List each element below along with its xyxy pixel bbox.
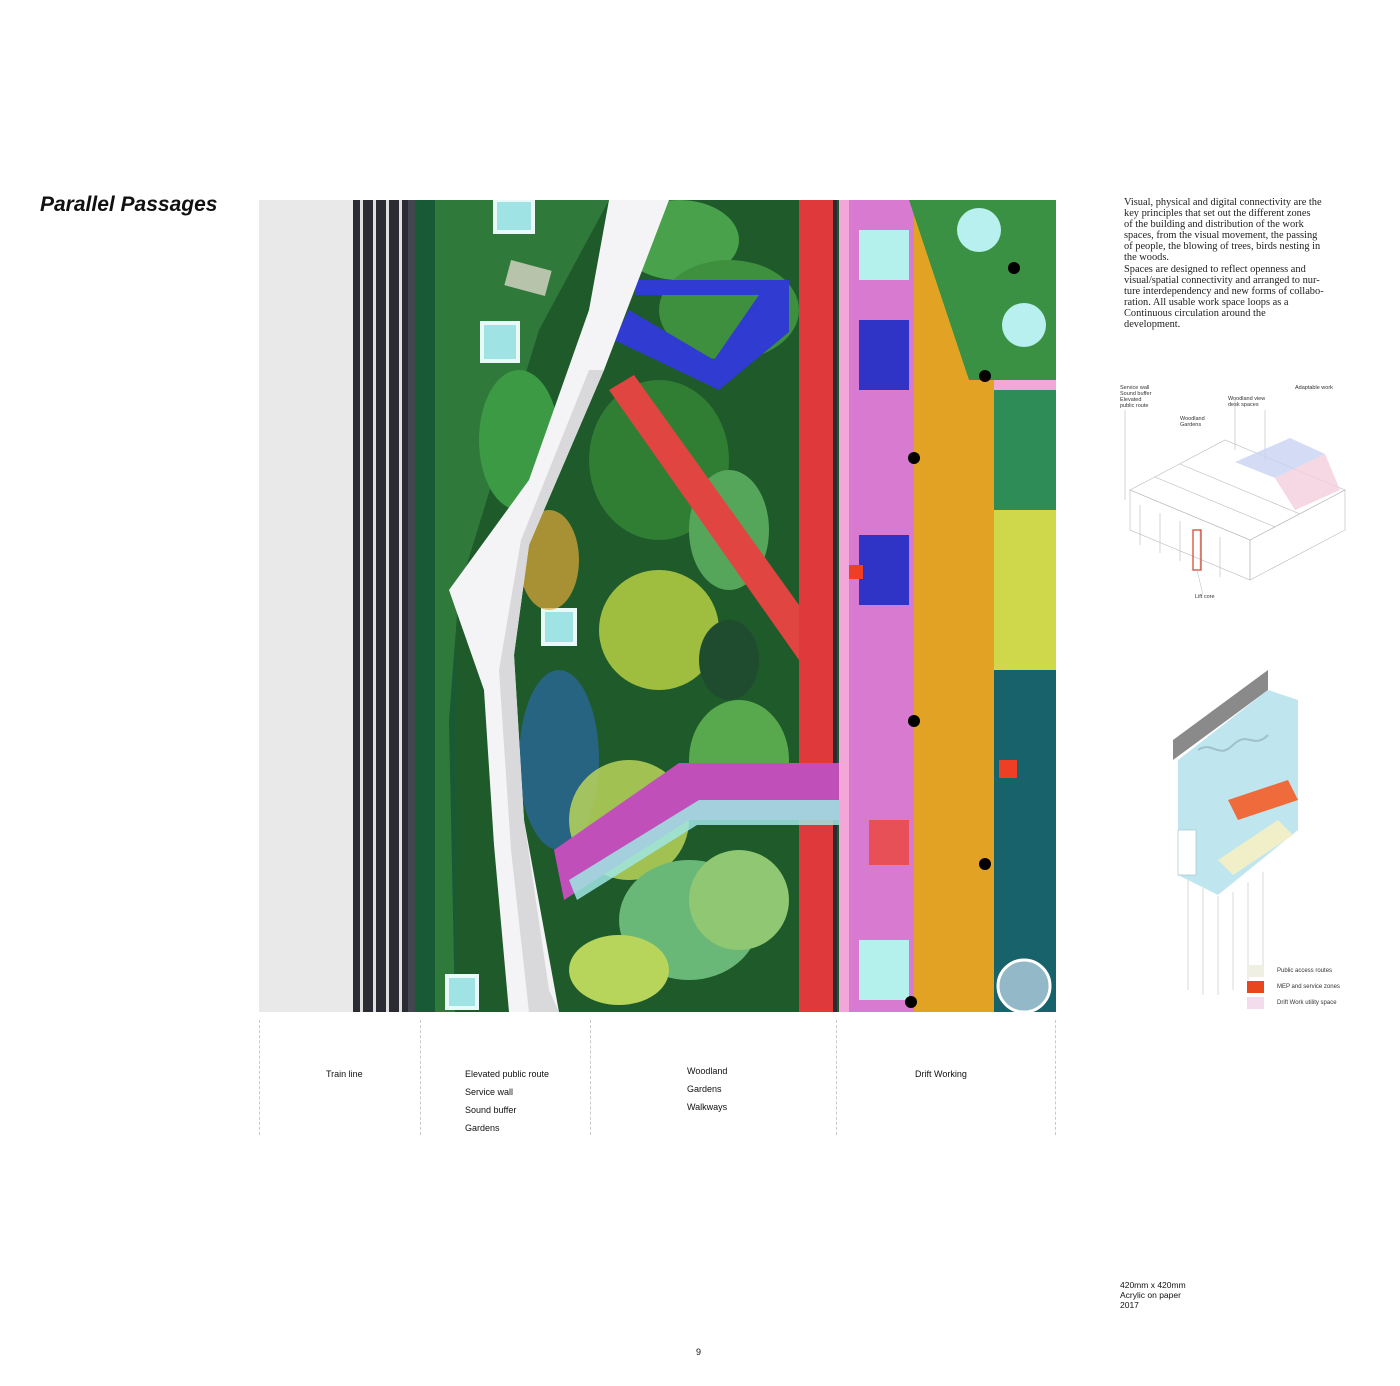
legend-swatch-mep xyxy=(1247,981,1264,993)
legend-label: Public access routes xyxy=(1277,968,1333,974)
legend: Public access routes MEP and service zon… xyxy=(1247,963,1340,1011)
zone-divider xyxy=(420,1020,421,1135)
label-lift-core: Lift core xyxy=(1195,594,1215,600)
zone-elevated-route: Elevated public route Service wall Sound… xyxy=(465,1065,549,1137)
zone-line: Train line xyxy=(326,1069,363,1079)
zone-line: Walkways xyxy=(687,1102,728,1112)
zone-train-line: Train line xyxy=(326,1065,363,1083)
legend-label: MEP and service zones xyxy=(1277,984,1340,990)
legend-swatch-drift-work xyxy=(1247,997,1264,1009)
painting-artwork xyxy=(259,200,1056,1012)
label-woodland-view: Woodland view desk spaces xyxy=(1228,396,1266,408)
section-detail-drawing xyxy=(1158,660,1308,1000)
axonometric-diagram: Service wall Sound buffer Elevated publi… xyxy=(1115,380,1355,610)
zone-line: Service wall xyxy=(465,1087,514,1097)
zone-divider xyxy=(1055,1020,1056,1135)
train-line-band xyxy=(353,200,415,1012)
zone-line: Drift Working xyxy=(915,1069,967,1079)
artwork-meta: 420mm x 420mm Acrylic on paper 2017 xyxy=(1120,1280,1186,1310)
zone-line: Gardens xyxy=(465,1123,500,1133)
zone-drift-working: Drift Working xyxy=(915,1065,967,1083)
page-number: 9 xyxy=(696,1347,702,1357)
section-detail-svg xyxy=(1173,670,1298,995)
legend-item: Drift Work utility space xyxy=(1247,995,1340,1011)
label-service-wall: Service wall Sound buffer Elevated publi… xyxy=(1120,385,1152,409)
axonometric-drawing xyxy=(1124,400,1346,596)
zone-line: Woodland xyxy=(687,1066,728,1076)
legend-item: MEP and service zones xyxy=(1247,979,1340,995)
legend-label: Drift Work utility space xyxy=(1277,1000,1337,1006)
zone-captions: Train line Elevated public route Service… xyxy=(259,1020,1056,1135)
zone-divider xyxy=(836,1020,837,1135)
zone-woodland: Woodland Gardens Walkways xyxy=(687,1062,727,1116)
description-text: Visual, physical and digital connectivit… xyxy=(1124,197,1324,331)
legend-item: Public access routes xyxy=(1247,963,1340,979)
zone-line: Sound buffer xyxy=(465,1105,517,1115)
legend-swatch-public-access xyxy=(1247,965,1264,977)
zone-divider xyxy=(590,1020,591,1135)
zone-line: Gardens xyxy=(687,1084,722,1094)
service-corridor xyxy=(799,200,833,1012)
zone-line: Elevated public route xyxy=(465,1069,550,1079)
label-woodland-gardens: Woodland Gardens xyxy=(1180,416,1205,428)
zone-divider xyxy=(259,1020,260,1135)
page-title: Parallel Passages xyxy=(40,193,218,216)
label-adaptable-work: Adaptable work xyxy=(1295,385,1333,391)
painting-canvas xyxy=(259,200,1056,1012)
grey-margin xyxy=(259,200,353,1012)
